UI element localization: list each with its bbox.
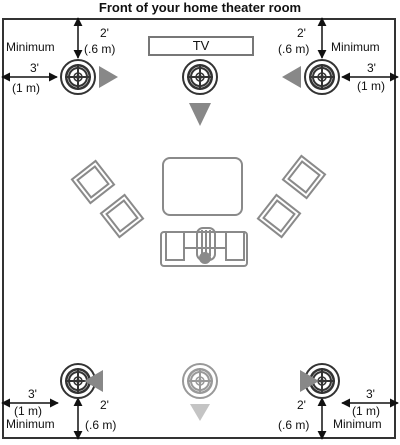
front-right-height-label: 2'	[297, 26, 306, 40]
rear-right-minimum-label: Minimum	[333, 417, 382, 431]
front-right-direction-arrow	[282, 66, 301, 88]
rear-right-dimensions	[317, 397, 399, 440]
rear-center-speaker-icon	[182, 363, 218, 399]
listener-head	[199, 252, 211, 264]
front-right-width-label: 3'	[367, 61, 376, 75]
front-right-minimum-label: Minimum	[331, 40, 380, 54]
front-right-dimensions	[317, 17, 399, 82]
chair-right-front	[281, 154, 327, 200]
front-left-speaker-icon	[60, 59, 96, 95]
rear-right-width-metric-label: (1 m)	[352, 404, 380, 418]
rear-left-height-metric-label: (.6 m)	[85, 418, 117, 432]
rear-left-dimensions	[1, 397, 83, 440]
front-right-height-metric-label: (.6 m)	[278, 42, 310, 56]
furniture	[70, 154, 327, 267]
coffee-table	[162, 157, 243, 216]
front-left-direction-arrow	[99, 66, 118, 88]
diagram-title: Front of your home theater room	[98, 0, 302, 15]
front-left-minimum-label: Minimum	[6, 40, 55, 54]
front-left-dimensions	[1, 17, 83, 82]
rear-right-direction-arrow	[300, 370, 319, 392]
rear-left-width-label: 3'	[28, 387, 37, 401]
rear-left-width-metric-label: (1 m)	[14, 404, 42, 418]
room-outline	[2, 18, 396, 439]
chair-left-front	[70, 159, 116, 205]
front-left-width-label: 3'	[30, 61, 39, 75]
rear-left-height-label: 2'	[100, 398, 109, 412]
center-speaker-icon	[182, 59, 218, 95]
chair-left-back	[99, 193, 145, 239]
front-left-width-metric-label: (1 m)	[12, 81, 40, 95]
rear-left-minimum-label: Minimum	[6, 417, 55, 431]
rear-center-direction-arrow	[190, 404, 210, 421]
front-right-speaker-icon	[304, 59, 340, 95]
rear-left-direction-arrow	[84, 370, 103, 392]
front-right-width-metric-label: (1 m)	[357, 79, 385, 93]
center-direction-arrow	[189, 103, 211, 126]
rear-right-width-label: 3'	[366, 387, 375, 401]
rear-right-height-metric-label: (.6 m)	[278, 418, 310, 432]
front-left-height-label: 2'	[100, 26, 109, 40]
rear-right-height-label: 2'	[297, 398, 306, 412]
tv-label: TV	[192, 38, 210, 53]
front-left-height-metric-label: (.6 m)	[84, 42, 116, 56]
tv-box	[148, 36, 254, 56]
chair-right-back	[256, 193, 302, 239]
